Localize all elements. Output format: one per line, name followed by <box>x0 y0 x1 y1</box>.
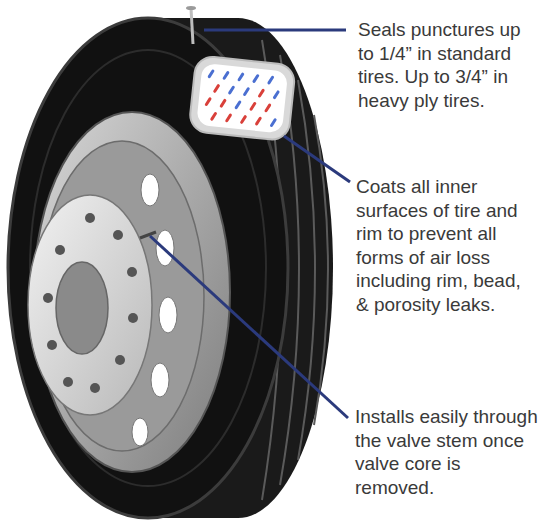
callout-text: Seals punctures up to 1/4” in standard t… <box>358 18 540 112</box>
callout-text: Coats all inner surfaces of tire and rim… <box>356 175 532 316</box>
lug-holes <box>43 213 138 393</box>
sidewall <box>8 18 288 518</box>
valve-stem <box>140 232 156 238</box>
nail <box>191 8 193 44</box>
hub <box>28 195 152 415</box>
hub-center <box>56 262 108 354</box>
leader-lines <box>150 30 350 418</box>
callout-text: Installs easily through the valve stem o… <box>355 405 543 499</box>
tire-cutaway <box>188 55 295 141</box>
nail-head <box>186 6 196 10</box>
